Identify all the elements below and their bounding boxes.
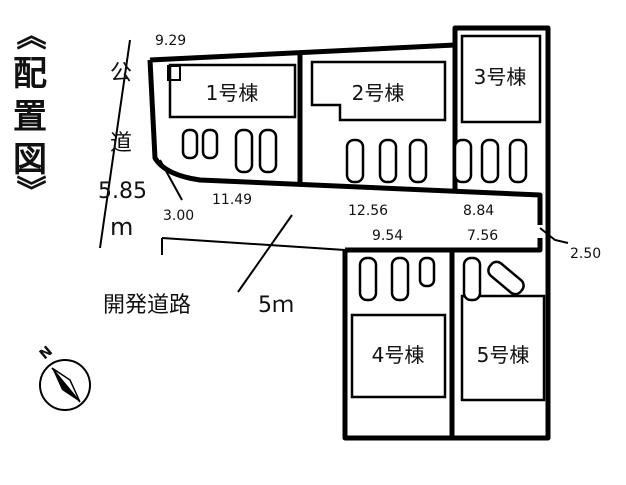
- building-4: [350, 313, 447, 399]
- building-2: [310, 60, 447, 122]
- entrance-mark: [167, 65, 181, 81]
- dim-leader: [159, 159, 183, 201]
- road-edge: [161, 237, 346, 255]
- building-4-label: 4号棟: [372, 343, 425, 367]
- building-5-label: 5号棟: [477, 343, 530, 367]
- dim-d3: 8.84: [463, 203, 494, 219]
- north-lots-boundary: [147, 59, 543, 225]
- public-road-unit: m: [110, 213, 133, 241]
- compass-icon: N: [37, 343, 91, 411]
- parking-spaces: [181, 128, 528, 302]
- dim-left: 3.00: [163, 208, 194, 224]
- public-road-label: 道: [110, 131, 132, 156]
- plan-title: 《 配 置 図 》: [12, 20, 47, 205]
- dim-d2: 12.56: [348, 203, 388, 219]
- public-road-line: [99, 39, 131, 249]
- dim-top: 9.29: [155, 33, 186, 49]
- building-5: [460, 294, 546, 402]
- public-road-width: 5.85: [98, 179, 147, 204]
- title-char: 置: [13, 97, 47, 137]
- title-bracket-open: 《: [12, 20, 47, 50]
- dev-road-leader: [237, 214, 293, 293]
- dim-d1: 11.49: [212, 192, 252, 208]
- title-char: 図: [13, 140, 47, 180]
- building-2-label: 2号棟: [352, 81, 405, 105]
- dim-d6: 2.50: [570, 246, 601, 262]
- dim-d5: 7.56: [467, 228, 498, 244]
- title-bracket-close: 》: [12, 175, 47, 205]
- dim-d4: 9.54: [372, 228, 403, 244]
- dev-road-width: 5ｍ: [258, 293, 294, 318]
- south-lots-boundary: [345, 238, 543, 253]
- building-3-label: 3号棟: [474, 65, 527, 89]
- dim-leader: [539, 227, 569, 244]
- building-1-label: 1号棟: [206, 81, 259, 105]
- public-road-label: 公: [110, 61, 132, 86]
- building-1: [168, 63, 297, 119]
- title-char: 配: [13, 54, 47, 94]
- building-3: [460, 34, 542, 124]
- dev-road-label: 開発道路: [103, 293, 191, 318]
- compass-north-label: N: [37, 343, 56, 363]
